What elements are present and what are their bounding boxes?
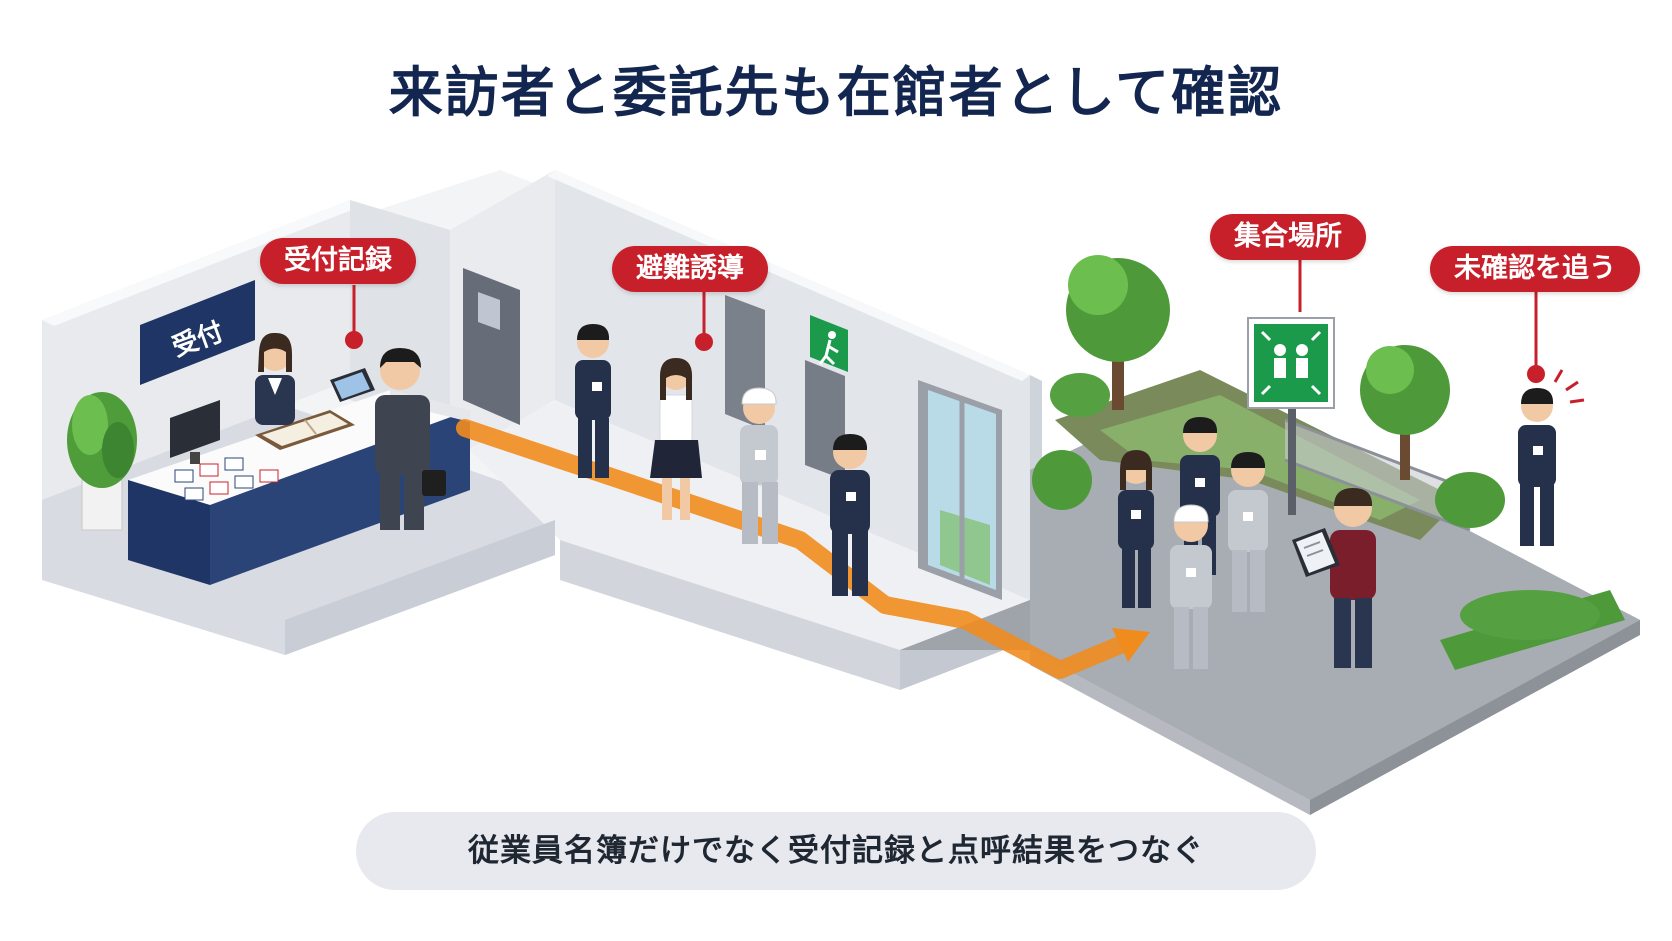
reception-sign: 受付 — [140, 280, 255, 385]
bushes — [1032, 373, 1625, 670]
footer-caption: 従業員名簿だけでなく受付記録と点呼結果をつなぐ — [356, 812, 1316, 890]
group-person-1 — [1118, 450, 1154, 608]
roll-call-staff — [1330, 488, 1376, 668]
plant-icon — [67, 392, 137, 531]
callout-reception-record: 受付記録 — [260, 238, 416, 284]
alert-icon — [1553, 369, 1585, 404]
monitor-icon — [170, 400, 220, 464]
visitor-at-counter — [375, 348, 446, 530]
unconfirmed-person — [1518, 388, 1556, 546]
callout-evacuation-guidance: 避難誘導 — [612, 246, 768, 292]
callout-assembly-point: 集合場所 — [1210, 214, 1366, 260]
callout-pointers — [352, 258, 1538, 374]
glass-exit-door — [918, 380, 1002, 600]
group-person-4 — [1170, 504, 1212, 669]
tablet-icon — [330, 368, 375, 402]
group-person-3 — [1228, 452, 1268, 612]
evacuee-4 — [830, 434, 870, 596]
route-arrow-head — [1112, 628, 1150, 662]
page-title: 来訪者と委託先も在館者として確認 — [388, 61, 1284, 124]
evacuee-3 — [740, 387, 778, 544]
assembled-group — [1118, 417, 1268, 669]
exit-sign-icon — [810, 315, 848, 372]
logbook — [255, 410, 355, 450]
fence — [1284, 418, 1471, 532]
assembly-point-icon — [1247, 317, 1335, 515]
evacuee-1 — [575, 324, 611, 478]
callout-pointer-dots — [345, 331, 1545, 383]
callout-follow-unconfirmed: 未確認を追う — [1430, 246, 1640, 292]
receptionist — [255, 332, 295, 425]
visitor-badges — [174, 457, 279, 501]
clipboard-icon — [1292, 528, 1340, 577]
tree-icon — [1066, 255, 1450, 480]
corridor-door — [463, 268, 520, 425]
evacuee-2 — [650, 358, 702, 520]
